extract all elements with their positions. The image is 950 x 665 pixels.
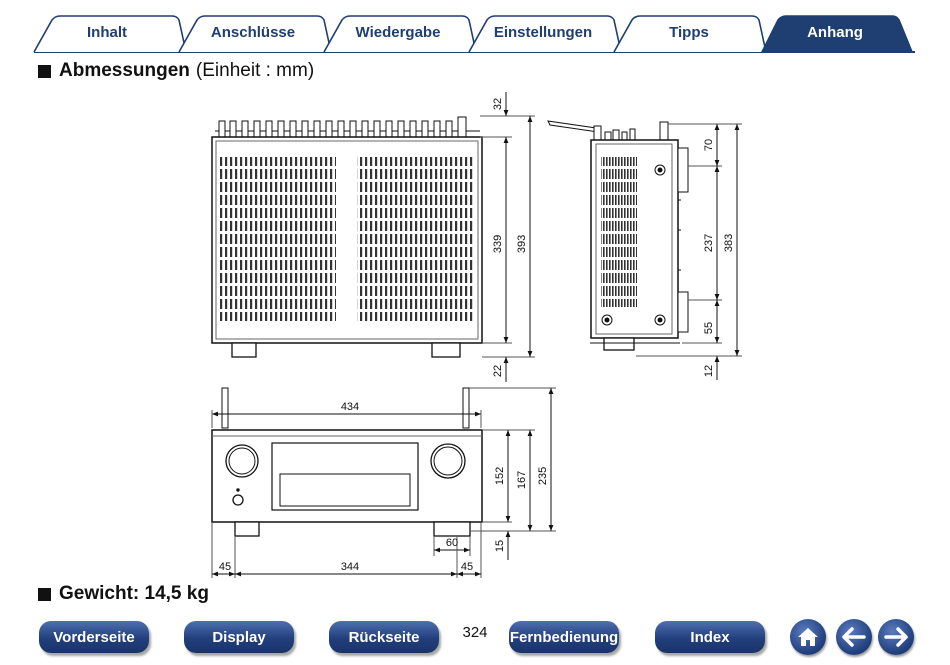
tab-bar: Inhalt Anschlüsse Wiedergabe Einstellung… [0, 0, 950, 56]
dim-top-rear: 32 [492, 98, 504, 110]
home-icon [798, 628, 818, 646]
dim-front-left-margin: 45 [219, 561, 231, 573]
weight-heading: Gewicht: 14,5 kg [38, 583, 209, 605]
nav-fernbedienung-button[interactable]: Fernbedienung [509, 621, 619, 653]
dim-side-top: 70 [703, 139, 715, 151]
dimensions-title: Abmessungen [59, 60, 190, 81]
dim-front-body-height: 152 [494, 467, 506, 485]
dim-top-foot: 22 [492, 365, 504, 377]
dimensions-heading: Abmessungen (Einheit : mm) [38, 60, 314, 82]
weight-title: Gewicht: 14,5 kg [59, 583, 209, 604]
tab-inhalt[interactable]: Inhalt [87, 24, 127, 41]
dim-side-total: 383 [723, 234, 735, 252]
tab-tipps[interactable]: Tipps [669, 24, 709, 41]
page-number: 324 [462, 624, 488, 641]
dim-front-foot-width: 60 [446, 537, 458, 549]
dim-front-foot: 15 [494, 540, 506, 552]
tab-anhang[interactable]: Anhang [807, 24, 863, 41]
front-view [211, 387, 556, 578]
nav-vorderseite-button[interactable]: Vorderseite [39, 621, 149, 653]
dimensions-unit: (Einheit : mm) [195, 60, 315, 81]
tab-outlines [33, 15, 915, 53]
top-view [211, 92, 535, 382]
tab-anschluesse[interactable]: Anschlüsse [210, 24, 296, 41]
dim-front-height-antenna: 235 [537, 467, 549, 485]
forward-button[interactable] [878, 619, 914, 655]
dim-top-body: 339 [492, 235, 504, 253]
tab-wiedergabe[interactable]: Wiedergabe [355, 24, 441, 41]
tab-einstellungen[interactable]: Einstellungen [493, 24, 593, 41]
nav-rueckseite-button[interactable]: Rückseite [329, 621, 439, 653]
arrow-left-icon [842, 627, 866, 647]
arrow-right-icon [884, 627, 908, 647]
dim-side-foot: 12 [703, 365, 715, 377]
nav-index-button[interactable]: Index [655, 621, 765, 653]
bullet-square-icon [38, 587, 51, 601]
dim-side-bottom: 55 [703, 322, 715, 334]
dim-side-middle: 237 [703, 234, 715, 252]
back-button[interactable] [836, 619, 872, 655]
nav-display-button[interactable]: Display [184, 621, 294, 653]
dim-front-right-margin: 45 [461, 561, 473, 573]
home-button[interactable] [790, 619, 826, 655]
dim-front-height-feet: 167 [516, 471, 528, 489]
side-view [547, 120, 742, 380]
bullet-square-icon [38, 64, 51, 78]
dim-top-total: 393 [516, 235, 528, 253]
dim-front-width: 434 [341, 401, 359, 413]
dim-front-center: 344 [341, 561, 359, 573]
